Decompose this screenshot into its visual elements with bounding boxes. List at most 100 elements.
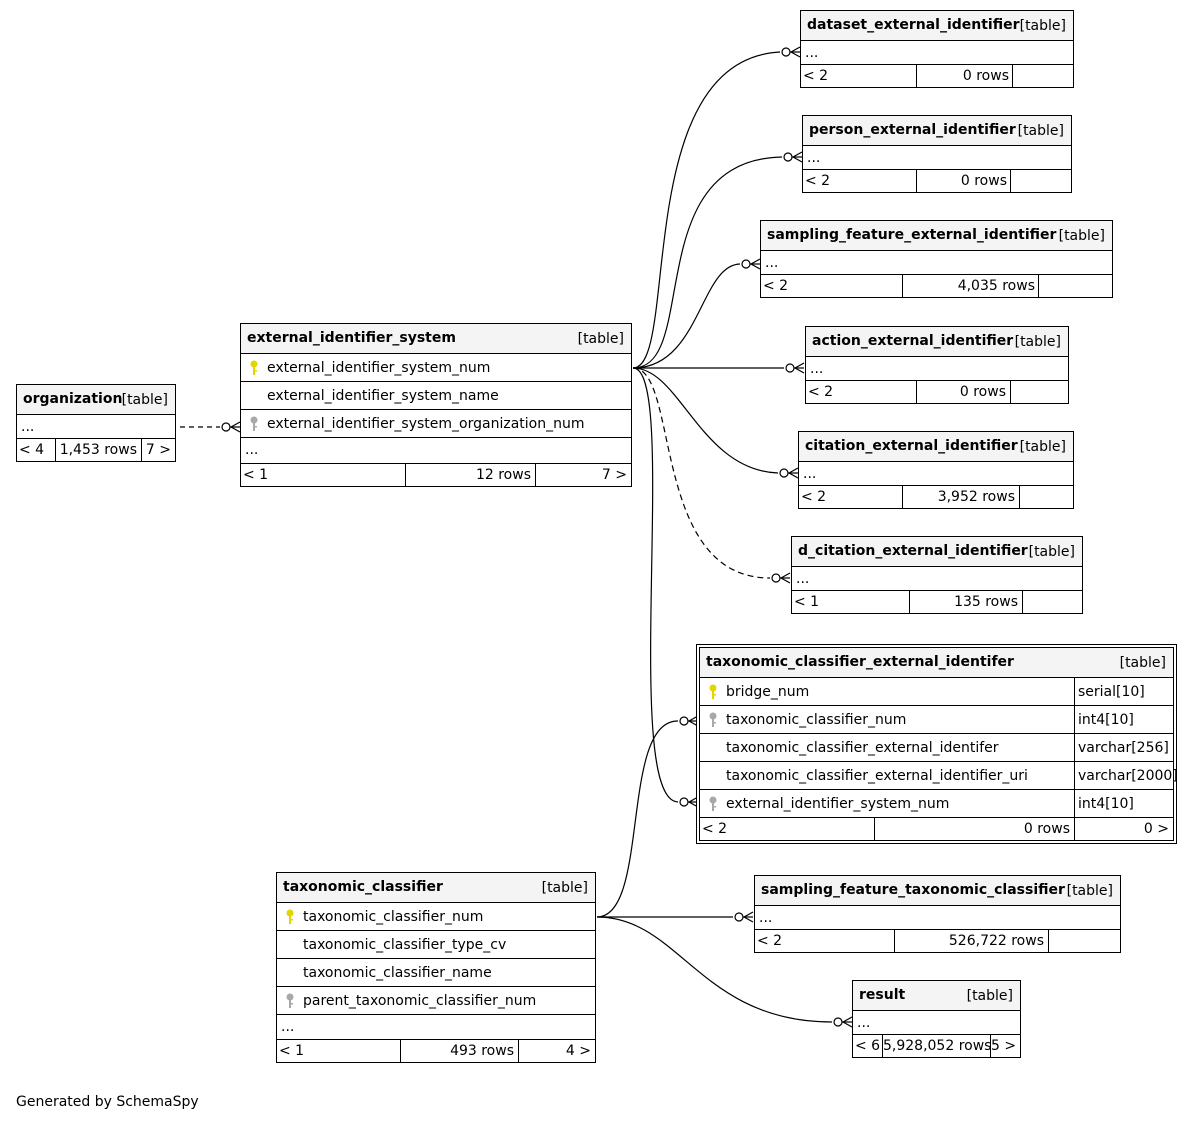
children-count [1038, 275, 1112, 297]
column-name: bridge_num [726, 684, 810, 700]
table-stats-row: < 1 493 rows 4 > [277, 1039, 595, 1062]
table-kind-label: [table] [1017, 123, 1064, 139]
row-count: 12 rows [405, 464, 535, 486]
primary-key-icon [286, 909, 294, 924]
table-header: organization [table] [17, 385, 175, 414]
more-columns-row: ... [17, 414, 175, 438]
row-count: 493 rows [400, 1040, 518, 1062]
children-count [1048, 930, 1120, 952]
more-columns-row: ... [853, 1010, 1020, 1034]
column-row: parent_taxonomic_classifier_num [277, 986, 595, 1014]
ellipsis: ... [281, 1019, 295, 1035]
foreign-key-icon [709, 712, 717, 727]
table-header: action_external_identifier [table] [806, 327, 1068, 356]
edge-eis-sampling-feature [632, 263, 741, 369]
table-header: d_citation_external_identifier [table] [792, 537, 1082, 566]
column-name: taxonomic_classifier_num [303, 909, 484, 925]
table-external-identifier-system[interactable]: external_identifier_system [table] exter… [240, 323, 632, 487]
foreign-key-icon [250, 416, 258, 431]
foreign-key-icon [709, 796, 717, 811]
table-taxonomic-classifier-external-identifer[interactable]: taxonomic_classifier_external_identifer … [696, 644, 1178, 844]
table-stats-row: < 1 135 rows [792, 590, 1082, 613]
ellipsis: ... [810, 361, 824, 377]
table-name: citation_external_identifier [805, 438, 1018, 454]
column-name: external_identifier_system_num [726, 796, 950, 812]
table-kind-label: [table] [541, 880, 588, 896]
column-name: taxonomic_classifier_external_identifier… [726, 768, 1028, 784]
table-taxonomic-classifier[interactable]: taxonomic_classifier [table] taxonomic_c… [276, 872, 596, 1063]
table-header: dataset_external_identifier [table] [801, 11, 1073, 40]
column-name: parent_taxonomic_classifier_num [303, 993, 537, 1009]
table-result[interactable]: result [table] ... < 6 5,928,052 rows 5 … [852, 980, 1021, 1058]
table-name: person_external_identifier [809, 122, 1016, 138]
more-columns-row: ... [761, 250, 1112, 274]
column-type: serial[10] [1074, 678, 1173, 705]
table-sampling-feature-taxonomic-classifier[interactable]: sampling_feature_taxonomic_classifier [t… [754, 875, 1121, 953]
table-header: person_external_identifier [table] [803, 116, 1071, 145]
table-citation-external-identifier[interactable]: citation_external_identifier [table] ...… [798, 431, 1074, 509]
table-stats-row: < 2 3,952 rows [799, 485, 1073, 508]
edge-tc-result [596, 916, 833, 1023]
column-row: external_identifier_system_name [241, 381, 631, 409]
row-count: 5,928,052 rows [882, 1035, 991, 1057]
children-count: 4 > [518, 1040, 595, 1062]
column-name: taxonomic_classifier_num [726, 712, 907, 728]
table-person-external-identifier[interactable]: person_external_identifier [table] ... <… [802, 115, 1072, 193]
parents-count: < 2 [757, 933, 783, 949]
table-stats-row: < 2 0 rows [806, 380, 1068, 403]
column-type: int4[10] [1074, 706, 1173, 733]
column-name: external_identifier_system_name [267, 388, 499, 404]
table-name: taxonomic_classifier_external_identifer [706, 654, 1014, 670]
table-header: sampling_feature_taxonomic_classifier [t… [755, 876, 1120, 905]
generated-by-footer: Generated by SchemaSpy [16, 1094, 199, 1110]
table-stats-row: < 2 0 rows [803, 169, 1071, 192]
column-row: external_identifier_system_num [241, 353, 631, 381]
table-stats-row: < 4 1,453 rows 7 > [17, 438, 175, 461]
children-count [1010, 170, 1071, 192]
table-name: d_citation_external_identifier [798, 543, 1028, 559]
ellipsis: ... [765, 255, 779, 271]
edge-eis-person [632, 156, 783, 369]
parents-count: < 2 [803, 68, 829, 84]
ellipsis: ... [857, 1015, 871, 1031]
foreign-key-icon [286, 993, 294, 1008]
row-count: 3,952 rows [902, 486, 1019, 508]
table-name: result [859, 987, 906, 1003]
children-count: 0 > [1074, 818, 1173, 840]
edge-eis-d-citation [632, 367, 771, 579]
table-stats-row: < 1 12 rows 7 > [241, 463, 631, 486]
table-name: organization [23, 391, 123, 407]
children-count [1019, 486, 1073, 508]
ellipsis: ... [759, 910, 773, 926]
column-type: varchar[2000] [1074, 762, 1178, 789]
column-name: external_identifier_system_num [267, 360, 491, 376]
table-d-citation-external-identifier[interactable]: d_citation_external_identifier [table] .… [791, 536, 1083, 614]
more-columns-row: ... [799, 461, 1073, 485]
table-name: action_external_identifier [812, 333, 1014, 349]
parents-count: < 4 [19, 442, 45, 458]
parents-count: < 2 [702, 821, 728, 837]
column-type: varchar[256] [1074, 734, 1173, 761]
children-count: 7 > [141, 439, 175, 461]
more-columns-row: ... [801, 40, 1073, 64]
table-organization[interactable]: organization [table] ... < 4 1,453 rows … [16, 384, 176, 462]
column-name: taxonomic_classifier_type_cv [303, 937, 507, 953]
children-count [1022, 591, 1082, 613]
table-stats-row: < 6 5,928,052 rows 5 > [853, 1034, 1020, 1057]
table-header: sampling_feature_external_identifier [ta… [761, 221, 1112, 250]
table-sampling-feature-external-identifier[interactable]: sampling_feature_external_identifier [ta… [760, 220, 1113, 298]
column-row: taxonomic_classifier_external_identifier… [700, 761, 1178, 789]
row-count: 0 rows [916, 170, 1011, 192]
table-kind-label: [table] [1014, 334, 1061, 350]
primary-key-icon [709, 684, 717, 699]
table-header: result [table] [853, 981, 1020, 1010]
column-type: int4[10] [1074, 790, 1173, 817]
table-stats-row: < 2 4,035 rows [761, 274, 1112, 297]
table-action-external-identifier[interactable]: action_external_identifier [table] ... <… [805, 326, 1069, 404]
table-dataset-external-identifier[interactable]: dataset_external_identifier [table] ... … [800, 10, 1074, 88]
children-count: 7 > [535, 464, 631, 486]
row-count: 1,453 rows [55, 439, 141, 461]
parents-count: < 1 [794, 594, 820, 610]
edge-eis-taxonomic-bridge [632, 367, 679, 803]
table-stats-row: < 2 526,722 rows [755, 929, 1120, 952]
